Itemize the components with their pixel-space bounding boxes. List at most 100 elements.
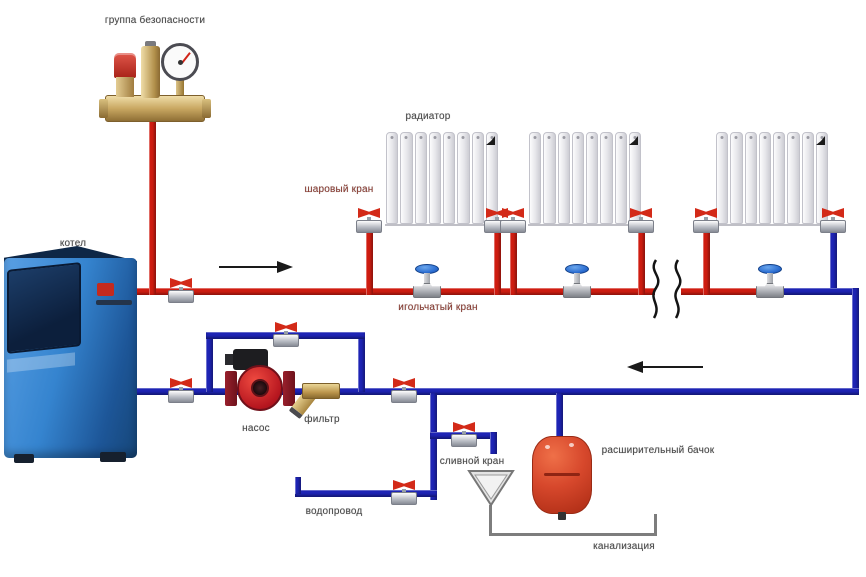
radiator-fin (801, 132, 814, 224)
pump-motor (233, 349, 268, 370)
radiator1-right-riser (494, 228, 501, 295)
pump-impeller-cover (251, 379, 269, 397)
return-pipe-right-drop (852, 288, 859, 395)
radiator-3 (715, 132, 829, 226)
needle-valve-label: игольчатый кран (398, 302, 478, 313)
expansion-tank-riser (556, 393, 563, 440)
boiler-burner-box (97, 283, 114, 296)
ball-valve-radiator3-left (693, 208, 719, 233)
ball-valve-bypass (273, 322, 299, 347)
radiator-fin (457, 132, 470, 224)
boiler-foot (100, 452, 126, 462)
tank-seam (544, 473, 580, 476)
boiler-foot (14, 454, 34, 463)
valve-handle-icon (358, 208, 380, 218)
valve-handle-icon (275, 322, 297, 332)
valve-handle-icon (822, 208, 844, 218)
safety-valve-nut (116, 77, 134, 97)
drain-funnel-icon (467, 470, 515, 507)
pump-flange-right (283, 371, 295, 406)
expansion-tank-label: расширительный бачок (601, 445, 715, 456)
ball-valve-radiator2-right (628, 208, 654, 233)
radiator3-left-riser (703, 228, 710, 295)
radiator-fin (386, 132, 399, 224)
boiler-label: котел (59, 238, 87, 249)
sewer-end-tick (654, 514, 657, 535)
radiator-fin (443, 132, 456, 224)
supply-pipe-main (130, 288, 783, 295)
valve-handle-icon (502, 208, 524, 218)
water-supply-pipe (295, 490, 437, 497)
return-pipe-top (783, 288, 859, 295)
tank-highlight (545, 445, 550, 449)
pressure-gauge-icon (161, 43, 199, 81)
radiator-fin (557, 132, 570, 224)
safety-group-manifold (105, 95, 205, 122)
radiator-fin (529, 132, 542, 224)
manifold-left-cap (99, 99, 108, 118)
radiator-fin (773, 132, 786, 224)
needle-valve-radiator1 (411, 264, 443, 298)
ball-valve-radiator2-left (500, 208, 526, 233)
water-supply-end-hook (295, 477, 301, 494)
needle-valve-radiator3 (754, 264, 786, 298)
radiator-fin (571, 132, 584, 224)
valve-handle-icon (453, 422, 475, 432)
sewer-drop-pipe (489, 505, 492, 535)
sewer-pipe (489, 533, 657, 536)
radiator-fin (600, 132, 613, 224)
return-flow-arrow-icon (627, 361, 703, 373)
water-supply-label: водопровод (305, 506, 363, 517)
ball-valve-after-filter (391, 378, 417, 403)
ball-valve-radiator3-right (820, 208, 846, 233)
strainer-filter (288, 376, 342, 420)
auto-air-vent-icon (141, 46, 160, 98)
pump-flange-left (225, 371, 237, 406)
radiator-fin (400, 132, 413, 224)
needle-valve-radiator2 (561, 264, 593, 298)
ball-valve-radiator1-left (356, 208, 382, 233)
tank-drain-nipple (558, 512, 566, 520)
drain-riser (430, 393, 437, 500)
manifold-right-cap (202, 99, 211, 118)
filter-label: фильтр (304, 414, 340, 425)
radiator-1 (385, 132, 499, 226)
ball-valve-boiler-return (168, 378, 194, 403)
sewerage-label: канализация (593, 541, 655, 552)
radiator-label: радиатор (405, 111, 451, 122)
pump-housing (237, 365, 283, 411)
ball-valve-drain (451, 422, 477, 447)
pipe-break-icon (652, 259, 682, 319)
radiator-fin (471, 132, 484, 224)
valve-handle-icon (170, 378, 192, 388)
drain-outlet-stub (490, 432, 497, 454)
radiator-fin (543, 132, 556, 224)
safety-relief-valve-icon (114, 53, 136, 78)
tank-highlight (569, 443, 574, 447)
valve-handle-icon (170, 278, 192, 288)
radiator-fin (586, 132, 599, 224)
radiator-fin (428, 132, 441, 224)
radiator-fin (730, 132, 743, 224)
boiler (0, 240, 150, 470)
valve-handle-icon (695, 208, 717, 218)
valve-handle-icon (630, 208, 652, 218)
radiator-fin (744, 132, 757, 224)
supply-flow-arrow-icon (219, 261, 293, 273)
valve-handle-icon (393, 480, 415, 490)
supply-pipe-safety-riser (149, 118, 156, 295)
radiator1-left-riser (366, 228, 373, 295)
ball-valve-water-supply (391, 480, 417, 505)
gauge-stem (176, 79, 184, 97)
valve-handle-icon (393, 378, 415, 388)
boiler-control-window (7, 262, 81, 354)
radiator2-left-riser (510, 228, 517, 295)
radiator3-right-drop (830, 228, 837, 295)
radiator-fin (614, 132, 627, 224)
radiator2-right-riser (638, 228, 645, 295)
pump-motor-tab (225, 354, 234, 365)
gauge-center-dot (178, 60, 183, 65)
radiator-fin (414, 132, 427, 224)
radiator-fin (716, 132, 729, 224)
